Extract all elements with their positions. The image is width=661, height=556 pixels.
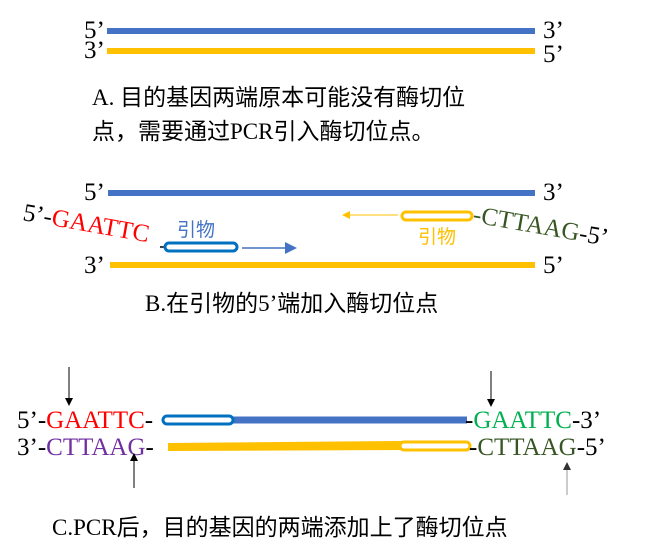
primer-label-left: 引物 [177,219,215,241]
label-3-prime: 3’ [543,179,564,206]
caption-a-line1: A. 目的基因两端原本可能没有酶切位 [92,85,465,110]
label-3-prime: 3’ [543,17,564,44]
panel-a: 5’ 3’ 3’ 5’ A. 目的基因两端原本可能没有酶切位 点，需要通过PCR… [84,17,564,144]
bottom-strand [168,441,402,451]
top-right-end: -GAATTC-3’ [465,407,601,434]
left-primer-tail: 5’-GAATTC [21,199,152,248]
caption-c: C.PCR后，目的基因的两端添加上了酶切位点 [52,515,508,540]
caption-b: B.在引物的5’端加入酶切位点 [145,291,438,316]
label-5-prime: 5’ [84,179,105,206]
label-3-prime: 3’ [84,252,105,279]
bottom-primer [398,440,472,452]
bottom-right-end: -CTTAAG-5’ [469,434,606,461]
label-3-prime: 3’ [84,37,105,64]
bottom-left-end: 3’-CTTAAG- [17,434,154,461]
label-5-prime: 5’ [543,252,564,279]
label-5-prime: 5’ [543,41,564,68]
top-primer [161,414,235,426]
label-5-prime: 5’ [84,17,105,44]
forward-primer [163,241,239,253]
panel-b: 5’ 3’ 3’ 5’ 5’-GAATTC 引物 引物 -CTTAAG-5’ B… [21,179,610,316]
reverse-primer [400,210,474,222]
panel-c: 5’-GAATTC- -GAATTC-3’ 3’-CTTAAG- -CTTAAG… [17,367,606,540]
top-left-end: 5’-GAATTC- [17,407,153,434]
caption-a-line2: 点，需要通过PCR引入酶切位点。 [92,119,434,144]
right-primer-tail: -CTTAAG-5’ [471,201,610,251]
primer-label-right: 引物 [418,226,456,248]
